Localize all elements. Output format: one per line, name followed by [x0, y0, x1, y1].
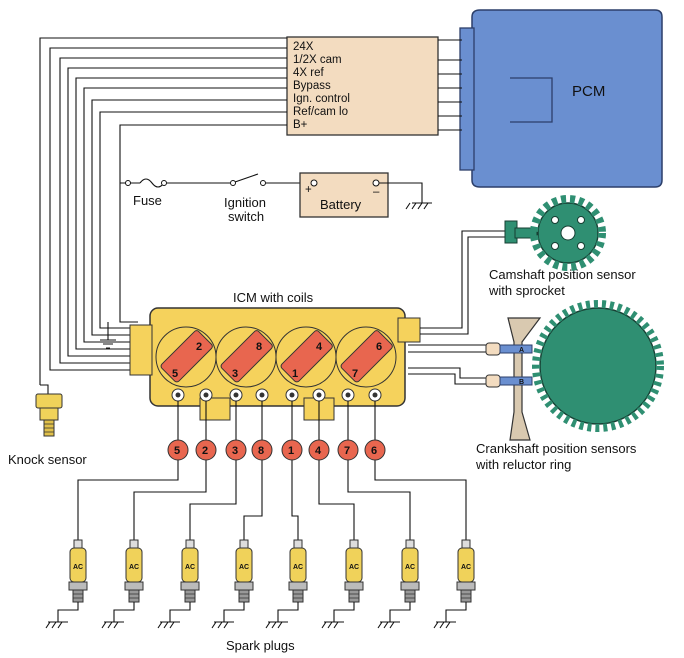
crank-sensor-b: B	[519, 379, 524, 386]
svg-text:3: 3	[232, 445, 238, 457]
svg-text:1: 1	[288, 445, 294, 457]
coil-7-6-first: 7	[352, 368, 358, 380]
crankshaft-sensor-bracket: A B	[485, 317, 542, 441]
terminal-b-plus: B+	[293, 119, 308, 131]
terminal-bypass: Bypass	[293, 80, 331, 92]
coil-7-6-second: 6	[376, 341, 382, 353]
cylinder-bubble-7: 7	[337, 439, 359, 461]
cylinder-bubble-6: 6	[364, 439, 386, 461]
spark-plug-brand: AC	[405, 564, 415, 571]
camshaft-harness	[420, 230, 510, 335]
spark-plug-4: AC	[321, 539, 364, 629]
pcm-connector: 24X 1/2X cam 4X ref Bypass Ign. control …	[286, 36, 439, 136]
spark-plugs-label: Spark plugs	[226, 638, 295, 653]
coil-pack-1-4: 1 4	[275, 326, 337, 388]
spark-plug-brand: AC	[461, 564, 471, 571]
camshaft-label-2: with sprocket	[488, 283, 565, 298]
spark-plug-brand: AC	[349, 564, 359, 571]
knock-sensor-label: Knock sensor	[8, 452, 87, 467]
spark-plug-brand: AC	[293, 564, 303, 571]
ignition-switch-label-2: switch	[228, 209, 264, 224]
spark-plug-1: AC	[265, 539, 308, 629]
spark-plug-3: AC	[157, 539, 200, 629]
icm-module: 5 2 3 8 1 4 7 6	[129, 307, 421, 421]
svg-text:5: 5	[174, 445, 180, 457]
spark-plug-brand: AC	[73, 564, 83, 571]
battery-plus: +	[305, 184, 312, 196]
svg-text:8: 8	[258, 445, 264, 457]
terminal-24x: 24X	[293, 41, 314, 53]
coil-5-2-second: 2	[196, 341, 202, 353]
cylinder-bubble-2: 2	[195, 439, 217, 461]
terminal-ign-control: Ign. control	[293, 93, 350, 105]
coil-1-4-second: 4	[316, 341, 323, 353]
svg-text:6: 6	[371, 445, 377, 457]
pcm-harness	[438, 39, 462, 131]
crank-sensor-a: A	[519, 347, 524, 354]
cylinder-bubble-4: 4	[308, 439, 330, 461]
crankshaft-harness	[408, 344, 490, 385]
camshaft-label-1: Camshaft position sensor	[489, 267, 636, 282]
pcm-module: PCM	[459, 9, 663, 188]
coil-3-8-first: 3	[232, 368, 238, 380]
spark-plug-brand: AC	[239, 564, 249, 571]
coil-pack-5-2: 5 2	[155, 326, 217, 388]
icm-harness	[39, 37, 287, 385]
svg-text:2: 2	[202, 445, 208, 457]
terminal-4x-ref: 4X ref	[293, 67, 324, 79]
crankshaft-label-1: Crankshaft position sensors	[476, 441, 637, 456]
coil-1-4-first: 1	[292, 368, 298, 380]
svg-text:7: 7	[344, 445, 350, 457]
spark-plug-brand: AC	[185, 564, 195, 571]
spark-plug-2: AC	[101, 539, 144, 629]
cylinder-bubble-8: 8	[251, 439, 273, 461]
plug-wires	[77, 401, 467, 540]
terminal-half-x-cam: 1/2X cam	[293, 54, 342, 66]
terminal-ref-cam-lo: Ref/cam lo	[293, 106, 348, 118]
camshaft-position-sensor	[504, 195, 606, 271]
coil-towers	[171, 388, 382, 402]
cylinder-bubbles: 5 2 3 8 1 4 7 6	[167, 439, 386, 461]
spark-plug-8: AC	[211, 539, 254, 629]
pcm-label: PCM	[572, 83, 605, 100]
svg-text:4: 4	[315, 445, 322, 457]
crankshaft-label-2: with reluctor ring	[475, 457, 571, 472]
spark-plug-brand: AC	[129, 564, 139, 571]
cylinder-bubble-3: 3	[225, 439, 247, 461]
spark-plug-6: AC	[433, 539, 476, 629]
ignition-switch-label-1: Ignition	[224, 195, 266, 210]
spark-plug-5: AC	[45, 539, 88, 629]
cylinder-bubble-5: 5	[167, 439, 189, 461]
coil-pack-3-8: 3 8	[215, 326, 277, 388]
battery-label: Battery	[320, 197, 362, 212]
icm-label: ICM with coils	[233, 290, 314, 305]
reluctor-ring	[532, 300, 664, 432]
cylinder-bubble-1: 1	[281, 439, 303, 461]
fuse-label: Fuse	[133, 193, 162, 208]
coil-pack-7-6: 7 6	[335, 326, 397, 388]
coil-5-2-first: 5	[172, 368, 178, 380]
coil-3-8-second: 8	[256, 341, 262, 353]
spark-plug-7: AC	[377, 539, 420, 629]
knock-sensor	[35, 384, 63, 437]
battery-minus: –	[373, 186, 380, 198]
icm-ground	[100, 322, 116, 349]
spark-plug-row: AC AC AC AC AC AC AC AC	[45, 539, 476, 629]
power-circuit: + – Battery Fuse Ignition switch	[120, 172, 432, 224]
